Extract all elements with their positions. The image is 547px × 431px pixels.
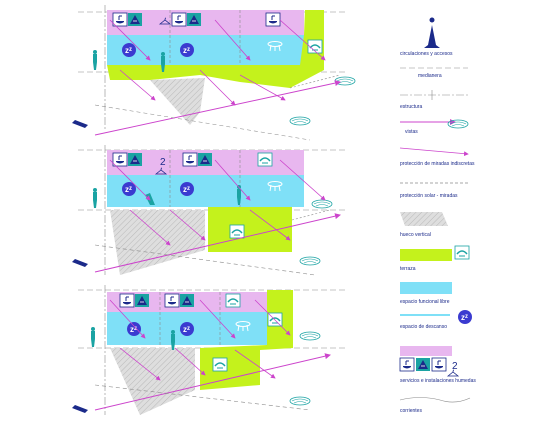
shower-icon [179, 293, 195, 308]
cloud-icon [311, 199, 333, 209]
sink-icon [119, 293, 135, 308]
cloud-icon [289, 116, 311, 126]
legend-label-vistas: vistas [405, 129, 418, 135]
floor-3 [72, 285, 345, 415]
legend: circulaciones y accesos medianera estruc… [399, 17, 476, 414]
legend-label-miradas: protección de miradas indiscretas [400, 161, 475, 167]
legend-label-hueco: hueco vertical [400, 232, 431, 238]
floor-1 [72, 5, 356, 141]
shower-icon [134, 293, 150, 308]
void-hatch [110, 348, 195, 415]
terrace-area [107, 10, 324, 88]
sleep-icon [180, 43, 194, 57]
terrace-icon [454, 245, 470, 260]
terrace-icon [225, 293, 241, 308]
legend-label-descanso: espacio de descanso [400, 324, 447, 330]
circulation-icon [424, 25, 440, 48]
void-hatch [110, 210, 205, 275]
legend-label-terraza: terraza [400, 266, 416, 272]
person-icon [91, 327, 95, 347]
sleep-icon [458, 310, 472, 324]
void-hatch [150, 78, 205, 125]
sink-icon [164, 293, 180, 308]
legend-label-servicios: servicios e instalaciones humedas [400, 378, 476, 384]
shower-icon [186, 12, 202, 27]
sleep-icon [180, 322, 194, 336]
free-space-band [107, 35, 304, 65]
sleep-icon [122, 43, 136, 57]
sink-icon [112, 12, 128, 27]
cloud-icon [299, 331, 321, 341]
sleep-icon [180, 182, 194, 196]
legend-label-circulaciones: circulaciones y accesos [400, 51, 453, 57]
sink-icon [112, 152, 128, 167]
sink-icon [265, 12, 281, 27]
shower-icon [127, 12, 143, 27]
sink-icon [431, 357, 447, 372]
terrace-icon [229, 224, 245, 239]
floor-2: 2 [72, 145, 345, 276]
terrace-icon [257, 152, 273, 167]
legend-label-solar: protección solar - miradas [400, 193, 458, 199]
cloud-icon [299, 256, 321, 266]
svg-text:2: 2 [160, 157, 166, 168]
free-space-band [107, 175, 304, 207]
person-icon [72, 259, 88, 267]
sink-icon [399, 357, 415, 372]
legend-label-libre: espacio funcional libre [400, 299, 450, 305]
shower-icon [197, 152, 213, 167]
svg-text:2: 2 [452, 361, 458, 372]
cloud-icon [447, 119, 469, 129]
legend-label-corrientes: corrientes [400, 408, 422, 414]
shower-icon [415, 357, 431, 372]
sink-icon [171, 12, 187, 27]
person-icon [171, 330, 175, 350]
person-icon [93, 50, 97, 70]
cloud-icon [289, 396, 311, 406]
terrace-icon [212, 357, 228, 372]
person-icon [93, 188, 97, 208]
shower-icon [127, 152, 143, 167]
legend-label-medianera: medianera [418, 73, 442, 79]
cloud-icon [334, 76, 356, 86]
sleep-icon [127, 322, 141, 336]
person-icon [72, 405, 88, 413]
sink-icon [182, 152, 198, 167]
person-icon [72, 120, 88, 128]
legend-label-estructura: estructura [400, 104, 422, 110]
